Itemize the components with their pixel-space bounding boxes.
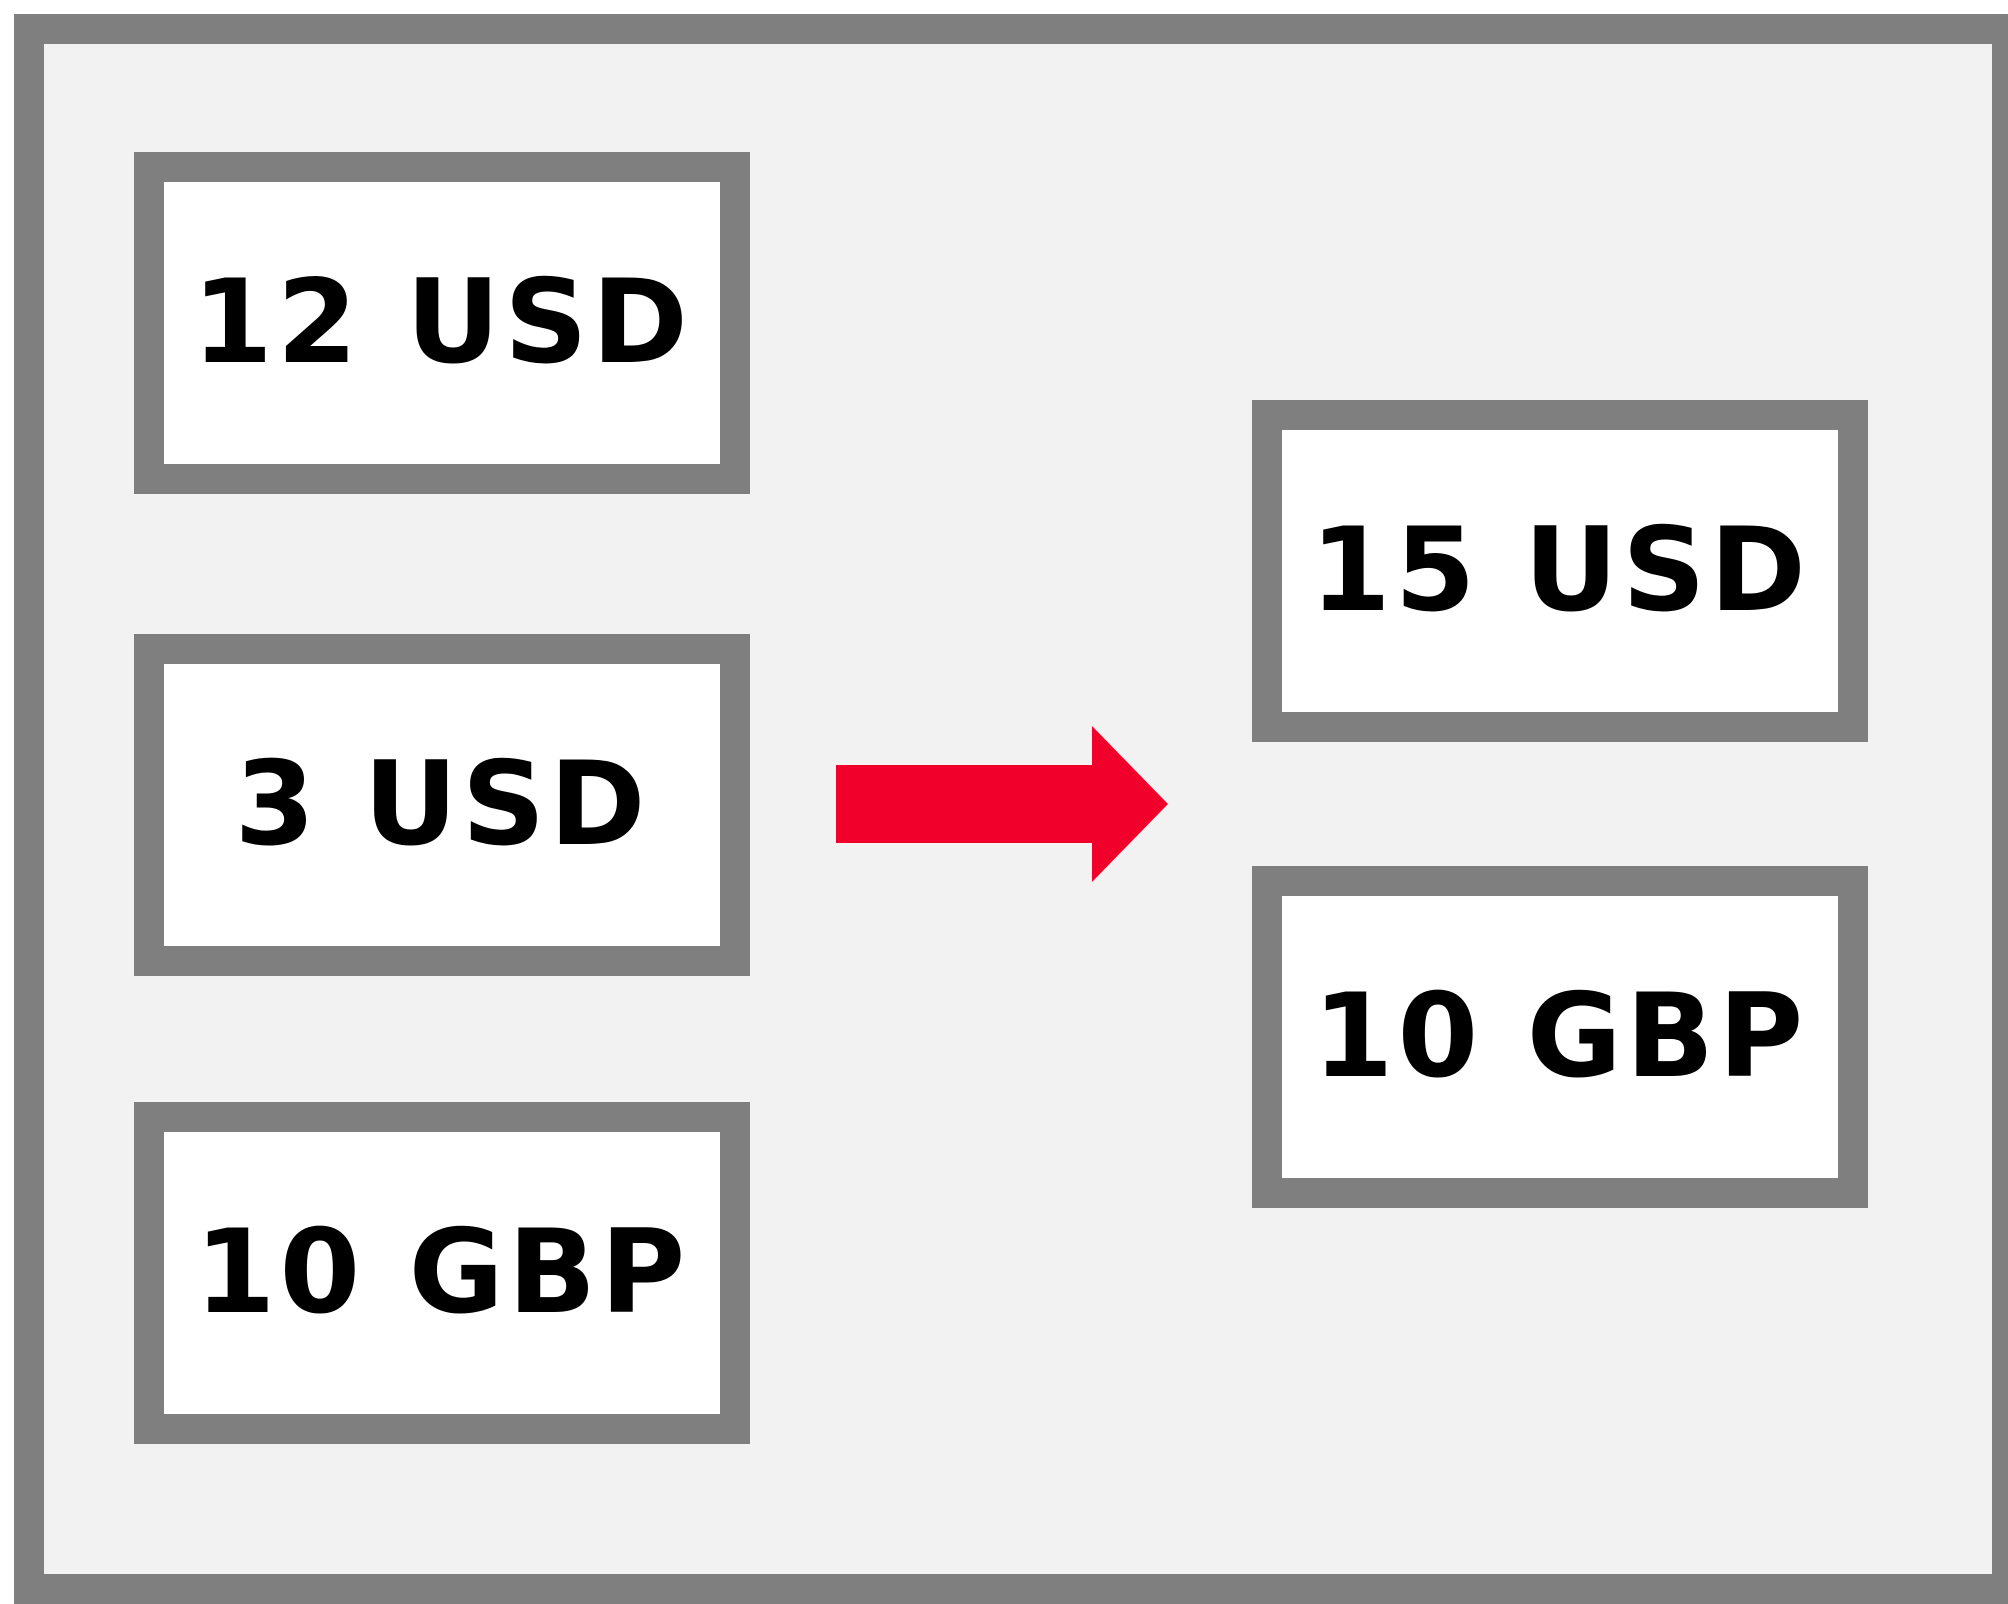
output-box-usd-15: 15 USD: [1252, 400, 1868, 742]
input-box-usd-12: 12 USD: [134, 152, 750, 494]
input-box-usd-3: 3 USD: [134, 634, 750, 976]
input-box-gbp-10: 10 GBP: [134, 1102, 750, 1444]
input-amount-label: 10 GBP: [194, 1205, 690, 1340]
arrow-shape: [836, 726, 1168, 882]
output-amount-label: 10 GBP: [1312, 969, 1808, 1104]
input-amount-label: 12 USD: [192, 255, 692, 390]
right-arrow-icon: [836, 726, 1168, 882]
input-amount-label: 3 USD: [234, 737, 650, 872]
output-box-gbp-10: 10 GBP: [1252, 866, 1868, 1208]
output-amount-label: 15 USD: [1310, 503, 1810, 638]
